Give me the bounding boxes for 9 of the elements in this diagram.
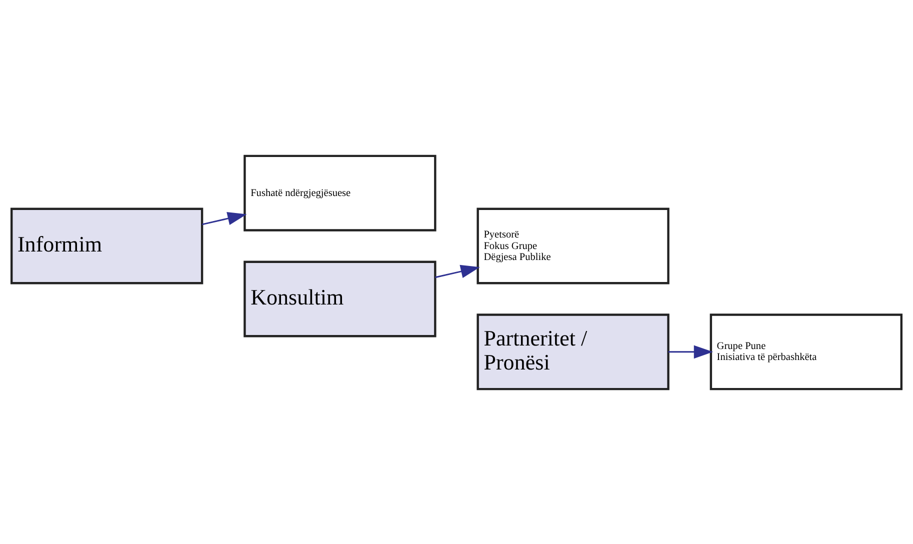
node-box: Fushatë ndërgjegjësuese [244,154,436,231]
node-box: Partneritet / Pronësi [476,313,670,390]
node-box: Informim [10,207,204,284]
node-box: Grupe Pune Inisiativa të përbashkëta [710,313,903,390]
node-box: Konsultim [244,260,436,337]
arrow [668,344,714,358]
arrow [435,264,480,278]
node-box: Pyetsorë Fokus Grupe Dëgjesa Publike [476,207,670,284]
arrow [202,211,247,225]
